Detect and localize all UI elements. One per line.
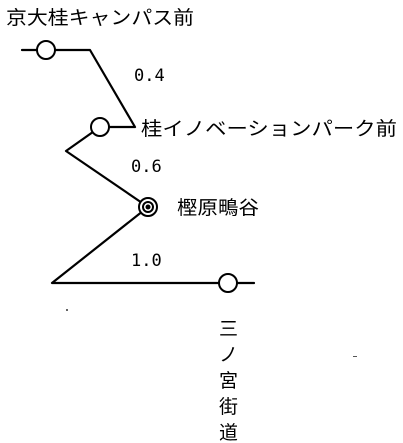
stop-marker-kashihara-shigitani-dot [145,204,151,210]
print-speck [66,309,68,311]
stop-label-katsura-innovation-park: 桂イノベーションパーク前 [141,118,397,140]
terminal-char: 道 [219,422,238,443]
terminal-char: 宮 [219,370,238,392]
distance-label: 1.0 [131,251,162,271]
stop-marker-kyodai-katsura [36,40,56,60]
stop-marker-sannomiya-kaido [218,273,238,293]
terminal-char: 三 [219,318,238,340]
print-speck [353,356,357,357]
terminal-label-sannomiya-kaido: 三 ノ 宮 街 道 [219,318,238,443]
route-line [20,48,256,285]
terminal-char: ノ [219,344,238,366]
stop-label-kashihara-shigitani: 樫原鴫谷 [177,197,259,219]
distance-label: 0.4 [134,66,165,86]
stop-marker-katsura-innovation-park [90,117,110,137]
stop-label-kyodai-katsura: 京大桂キャンパス前 [6,7,194,29]
stop-marker-kashihara-shigitani-inner [142,201,154,213]
terminal-char: 街 [219,396,238,418]
distance-label: 0.6 [131,157,162,177]
